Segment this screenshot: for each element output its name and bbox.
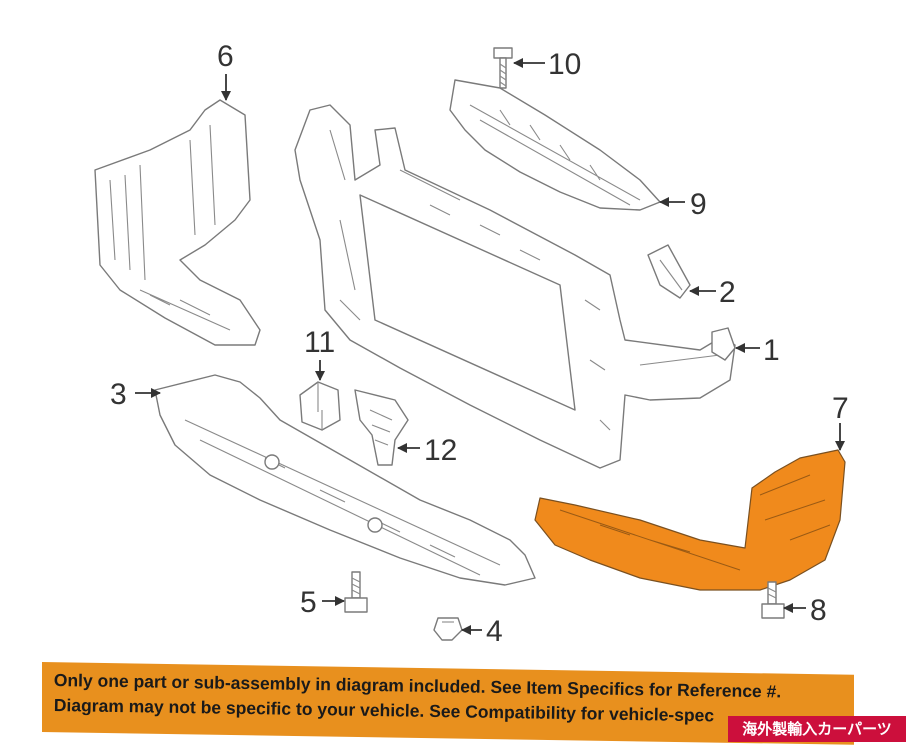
- parts-diagram: 1 2 3 4 5 6 7 8 9 10 11 12: [94, 40, 849, 648]
- part-7-highlighted-cover: [534, 449, 846, 591]
- label-part-1: 1: [763, 334, 780, 367]
- part-2-bracket: [647, 244, 691, 299]
- label-part-8: 8: [810, 594, 827, 627]
- label-part-3: 3: [110, 378, 127, 411]
- label-part-4: 4: [486, 615, 503, 648]
- label-part-9: 9: [690, 188, 707, 221]
- label-part-6: 6: [217, 40, 234, 73]
- part-4-clip: [433, 617, 463, 641]
- part-9-upper-bracket: [449, 79, 661, 211]
- label-part-10: 10: [548, 48, 581, 81]
- part-10-bolt: [493, 47, 513, 89]
- part-11-bracket: [299, 381, 341, 431]
- label-part-11: 11: [304, 326, 335, 359]
- part-12-plate: [354, 389, 409, 466]
- part-6-side-cover: [94, 99, 261, 346]
- part-3-under-cover: [154, 374, 536, 586]
- part-5-bolt: [344, 571, 368, 613]
- label-part-2: 2: [719, 276, 736, 309]
- label-part-12: 12: [424, 434, 457, 467]
- label-part-7: 7: [832, 392, 849, 425]
- part-1-bracket: [711, 327, 736, 361]
- radiator-support-frame: [294, 104, 736, 469]
- label-part-5: 5: [300, 586, 317, 619]
- seller-stamp: 海外製輸入カーパーツ: [728, 716, 906, 742]
- part-8-bolt: [761, 581, 785, 619]
